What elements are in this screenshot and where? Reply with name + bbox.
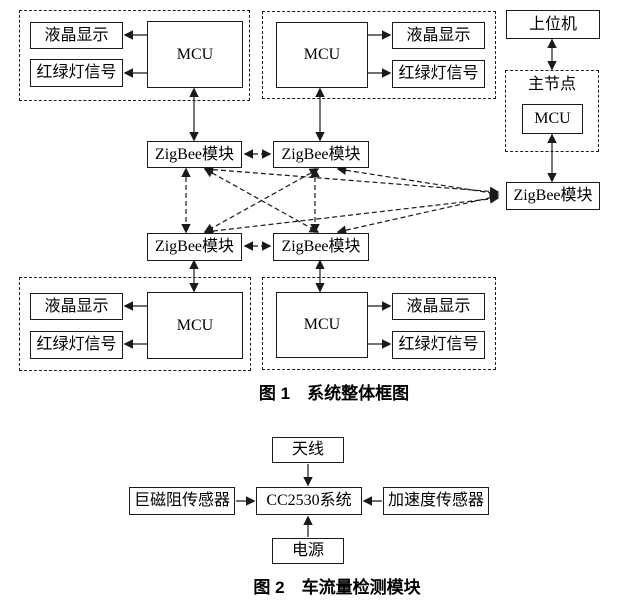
traffic-light-box-bottom-left: 红绿灯信号 [30, 331, 123, 359]
traffic-light-box-bottom-middle: 红绿灯信号 [392, 331, 485, 359]
lcd-display-box-bottom-left: 液晶显示 [30, 293, 123, 320]
figure1-caption: 图 1 系统整体框图 [258, 384, 410, 403]
zigbee-module-bottom-left: ZigBee模块 [147, 233, 242, 261]
traffic-light-box-top-middle: 红绿灯信号 [392, 60, 485, 88]
lcd-display-box-top-left: 液晶显示 [30, 22, 123, 49]
mcu-peripheral-arrows [123, 30, 392, 349]
intersection-node-top-left-group [19, 10, 250, 101]
mcu-box-top-left: MCU [147, 21, 243, 88]
host-pc-box: 上位机 [506, 10, 600, 39]
zigbee-mesh-dashed-arrows [181, 149, 500, 251]
mcu-box-top-middle: MCU [276, 22, 368, 88]
cc2530-system-box: CC2530系统 [256, 487, 362, 515]
zigbee-module-top-left: ZigBee模块 [147, 141, 242, 168]
zigbee-module-bottom-right: ZigBee模块 [273, 233, 369, 261]
fig2-arrows [236, 464, 382, 537]
lcd-display-box-bottom-middle: 液晶显示 [392, 293, 485, 320]
lcd-display-box-top-middle: 液晶显示 [392, 22, 485, 49]
figure2-caption: 图 2 车流量检测模块 [253, 578, 421, 597]
zigbee-module-master: ZigBee模块 [506, 182, 600, 210]
mcu-box-bottom-left: MCU [147, 292, 243, 359]
gmr-sensor-box: 巨磁阻传感器 [129, 487, 235, 515]
antenna-box: 天线 [272, 437, 344, 463]
power-box: 电源 [272, 538, 344, 564]
master-node-label: 主节点 [527, 76, 576, 93]
accel-sensor-box: 加速度传感器 [383, 487, 489, 515]
mcu-box-master-node: MCU [522, 104, 583, 134]
traffic-light-box-top-left: 红绿灯信号 [30, 59, 123, 87]
intersection-node-bottom-left-group [19, 277, 251, 371]
mcu-box-bottom-middle: MCU [276, 292, 368, 358]
mcu-zigbee-double-arrows [189, 38, 557, 293]
intersection-node-top-middle-group [262, 11, 496, 99]
intersection-node-bottom-middle-group [262, 277, 496, 370]
zigbee-module-top-right: ZigBee模块 [273, 141, 369, 168]
